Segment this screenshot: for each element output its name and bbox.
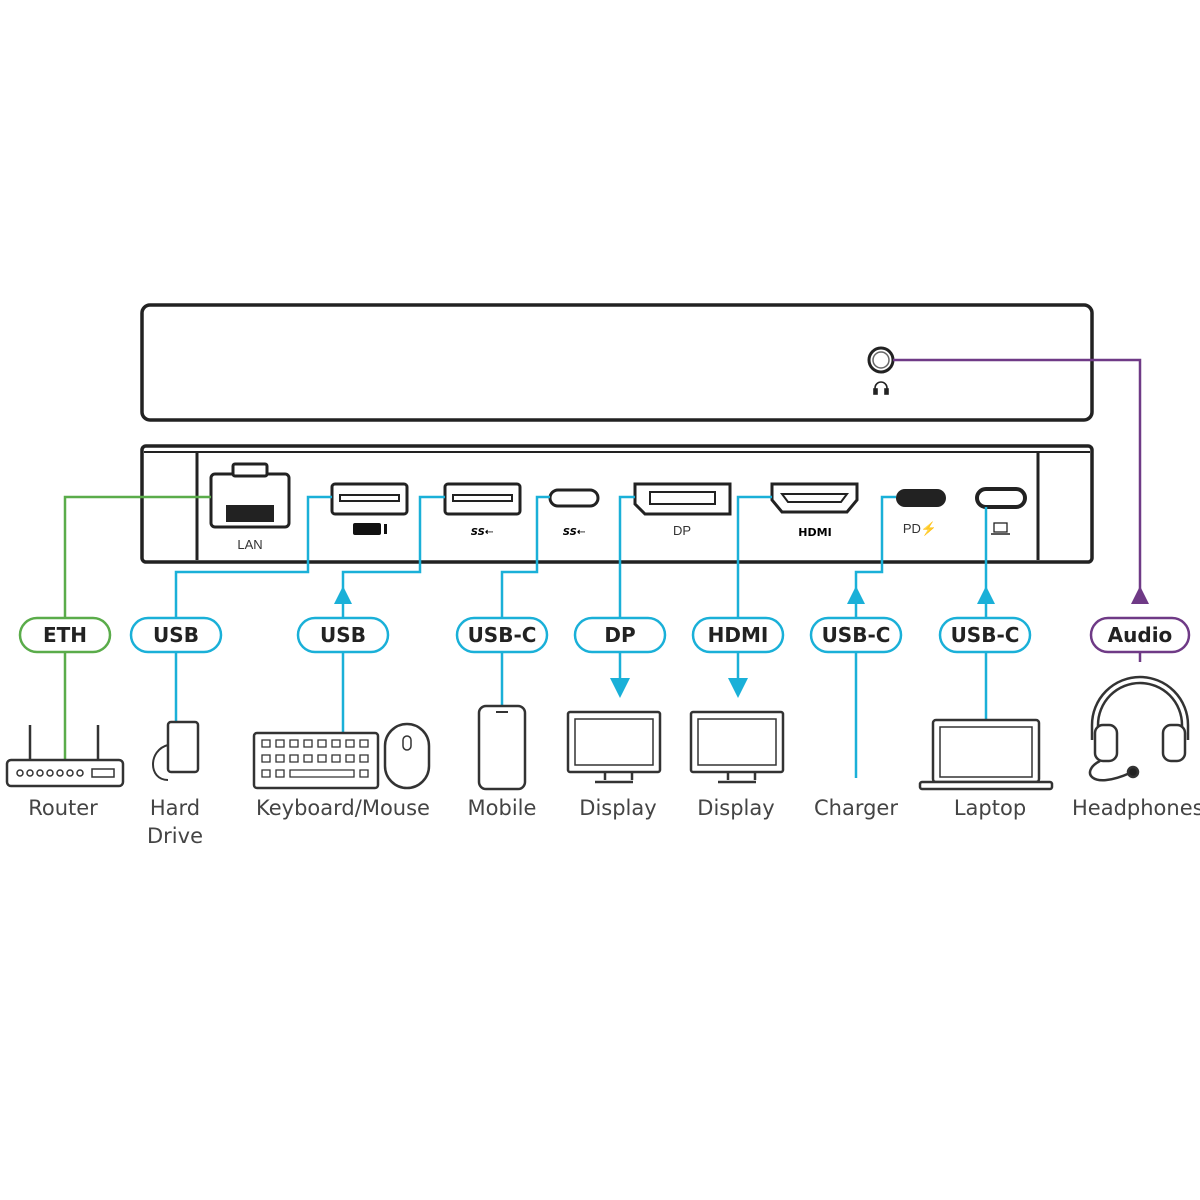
svg-text:USB: USB [320,623,366,647]
superspeed-icon: SS⇠ [471,527,494,538]
arrow-down-icon [610,678,630,698]
superspeed-10g-icon [353,523,387,535]
displayport-port [633,482,732,516]
arrow-up-icon [334,586,352,604]
keyboard-mouse-label: Keyboard/Mouse [256,796,430,820]
hard-drive-icon [152,720,200,781]
usb-c-cable-1 [500,495,550,706]
svg-text:HDMI: HDMI [708,623,769,647]
headphones-icon [1088,675,1190,782]
laptop-label: Laptop [954,796,1026,820]
hard-drive-label-2: Drive [147,824,203,848]
hdmi-port [770,482,859,514]
device-rear-panel: LAN SS⇠ SS⇠ DP HDMI PD⚡ [140,444,1094,564]
usb-cable-2 [341,495,445,733]
pill-eth: ETH [18,616,112,654]
pd-label: PD⚡ [903,521,937,537]
display-label-2: Display [697,796,774,820]
svg-text:ETH: ETH [43,623,87,647]
lan-port [209,462,291,529]
headphones-label: Headphones [1072,796,1200,820]
pill-usb-c-2: USB-C [809,616,903,654]
display-label-1: Display [579,796,656,820]
device-top-panel [140,303,1094,422]
svg-text:USB-C: USB-C [822,623,891,647]
pill-usb-c-1: USB-C [455,616,549,654]
hard-drive-label: Hard [150,796,200,820]
pill-usb-1: USB [129,616,223,654]
mobile-icon [477,704,527,791]
keyboard-icon [252,731,380,790]
pill-dp: DP [573,616,667,654]
usb-c-host-port [975,487,1027,509]
eth-cable [63,495,211,775]
svg-text:USB-C: USB-C [468,623,537,647]
laptop-device-icon [918,718,1054,791]
usb-cable-1 [174,495,332,722]
laptop-icon [991,522,1010,535]
usb-a-port-2 [443,482,522,516]
svg-text:USB: USB [153,623,199,647]
pill-usb-2: USB [296,616,390,654]
svg-text:USB-C: USB-C [951,623,1020,647]
arrow-up-icon [1131,586,1149,604]
display-icon-1 [566,710,662,784]
display-icon-2 [689,710,785,784]
pill-usb-c-3: USB-C [938,616,1032,654]
hdmi-label: HDMI [798,526,831,539]
headphone-icon [873,381,889,395]
mobile-label: Mobile [468,796,537,820]
usb-c-pd-port [896,489,946,507]
audio-cable [893,358,1142,662]
superspeed-icon: SS⇠ [563,527,586,538]
lan-label: LAN [237,537,262,552]
svg-text:Audio: Audio [1108,623,1173,647]
pill-audio: Audio [1089,616,1191,654]
usb-c-port-1 [548,488,600,508]
svg-text:DP: DP [604,623,635,647]
mouse-icon [383,722,431,790]
pill-hdmi: HDMI [691,616,785,654]
dp-label: DP [673,523,691,538]
arrow-down-icon [728,678,748,698]
router-label: Router [28,796,98,820]
arrow-up-icon [977,586,995,604]
arrow-up-icon [847,586,865,604]
usb-a-port-1 [330,482,409,516]
charger-label: Charger [814,796,898,820]
router-icon [5,725,125,788]
